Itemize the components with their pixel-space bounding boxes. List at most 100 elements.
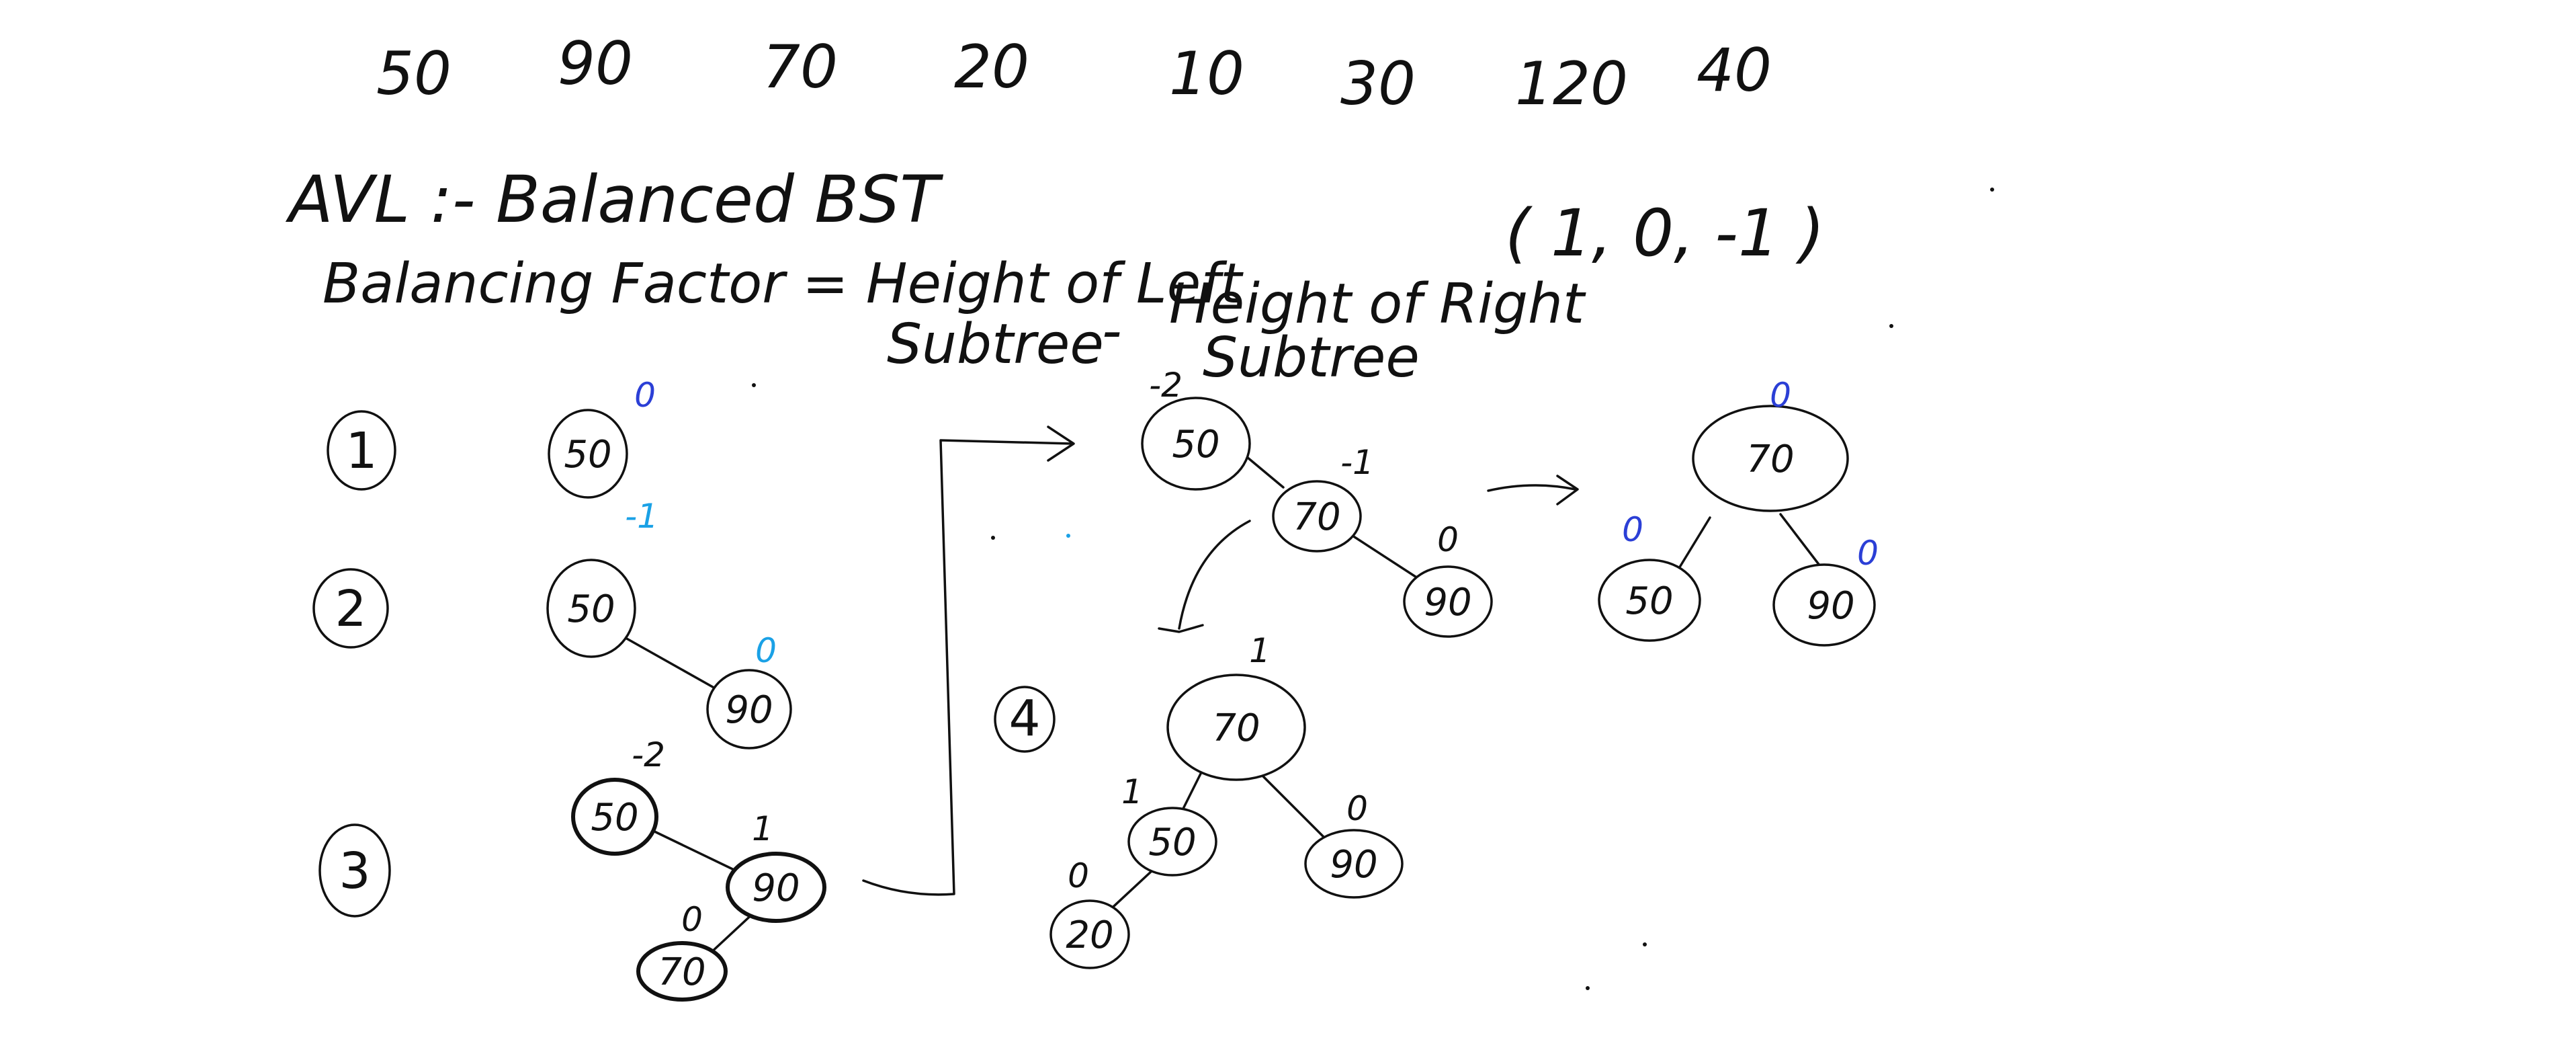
page-title: AVL :- Balanced BST	[285, 162, 943, 237]
node-value: 70	[658, 950, 705, 994]
balance-factor: 0	[1346, 789, 1368, 828]
tree-node	[548, 409, 628, 499]
step-circle	[318, 823, 391, 918]
balance-factor: 0	[1622, 510, 1643, 549]
arrow-head	[1556, 475, 1579, 505]
balance-factor: -1	[625, 497, 658, 536]
tree-right-skewed: 50 -2 70 -1 90 0	[1141, 366, 1493, 638]
sequence-value: 120	[1515, 49, 1628, 118]
step-markers: 1 2 3 4	[312, 410, 1056, 918]
step-circle	[312, 568, 389, 649]
tree-node	[636, 941, 728, 1002]
balance-factor: 1	[752, 809, 773, 848]
tree-edge	[613, 631, 724, 694]
node-value: 50	[567, 587, 615, 631]
tree-edge	[650, 829, 744, 875]
node-value: 90	[1424, 581, 1471, 624]
tree-step-1: 50 0	[548, 376, 656, 499]
step-circle	[327, 410, 396, 491]
node-value: 70	[1293, 495, 1340, 539]
balance-factor: -2	[632, 735, 665, 774]
ink-dot	[752, 383, 756, 387]
balance-factor: 1	[1249, 631, 1271, 670]
step-number: 2	[335, 580, 366, 638]
tree-step-2: 50 -1 90 0	[546, 497, 792, 749]
tree-edge	[1349, 533, 1419, 579]
arrow-head	[1047, 425, 1075, 462]
node-value: 20	[1066, 914, 1113, 957]
tree-node	[1127, 807, 1217, 877]
step-number: 4	[1008, 690, 1040, 747]
tree-edge	[707, 909, 757, 956]
node-value: 50	[564, 433, 611, 477]
balance-factor: -1	[1340, 443, 1374, 482]
node-value: 90	[752, 866, 800, 910]
ink-dot	[1643, 942, 1647, 946]
tree-edge	[1242, 452, 1285, 489]
sequence-value: 70	[763, 32, 838, 102]
node-value: 70	[1212, 706, 1260, 750]
node-value: 90	[725, 688, 773, 732]
formula-right: Height of Right	[1169, 272, 1586, 336]
tree-node	[1049, 899, 1130, 969]
sequence-value: 10	[1169, 39, 1244, 108]
node-value: 50	[1172, 423, 1219, 467]
formula-range: ( 1, 0, -1 )	[1505, 196, 1825, 271]
insertion-sequence: 50 90 70 20 10 30 120 40	[376, 29, 1772, 118]
tree-node	[1304, 829, 1404, 899]
sequence-value: 30	[1340, 49, 1416, 118]
tree-edge	[1779, 513, 1826, 573]
tree-node	[1772, 563, 1876, 647]
sequence-value: 50	[376, 39, 452, 108]
tree-node	[571, 778, 658, 856]
balancing-factor-formula: Balancing Factor = Height of Left Subtre…	[323, 196, 1825, 390]
balance-factor: 0	[634, 376, 656, 415]
balance-factor: 0	[1437, 520, 1459, 559]
tree-edge	[1181, 768, 1204, 811]
tree-node	[1166, 674, 1306, 781]
ink-dot	[991, 536, 995, 540]
tree-step-4: 70 1 50 1 90 0 20 0	[1049, 631, 1404, 969]
formula-right-subtree: Subtree	[1203, 326, 1420, 390]
balance-factor: 0	[1068, 856, 1089, 895]
node-value: 50	[1148, 821, 1196, 864]
tree-node	[1598, 559, 1701, 642]
balance-factor: 0	[1770, 376, 1791, 415]
balance-factor: -2	[1149, 366, 1183, 405]
sequence-value: 40	[1697, 36, 1772, 105]
transform-arrow	[862, 439, 1073, 896]
stray-marks	[752, 188, 1994, 990]
tree-node	[706, 669, 792, 749]
tree-node	[726, 852, 826, 923]
tree-node	[546, 559, 636, 658]
balance-factor: 0	[755, 631, 777, 670]
tree-node	[1141, 397, 1251, 491]
balance-factor: 0	[1857, 534, 1879, 573]
arrow-head	[1158, 624, 1204, 633]
node-value: 90	[1807, 584, 1854, 628]
ink-dot	[1586, 986, 1590, 990]
step-number: 1	[345, 422, 377, 480]
result-arrow	[1487, 484, 1577, 492]
step-number: 3	[339, 842, 370, 900]
tree-node	[1403, 565, 1493, 638]
node-value: 70	[1746, 438, 1794, 481]
ink-dot	[1990, 188, 1994, 192]
balance-factor: 0	[681, 900, 703, 939]
sequence-value: 90	[558, 29, 633, 98]
step-circle	[994, 686, 1056, 753]
tree-balanced: 70 0 50 0 90 0	[1598, 376, 1879, 647]
ink-dot	[1066, 534, 1070, 538]
formula-left-subtree: Subtree	[887, 313, 1104, 376]
tree-step-3: 50 -2 90 1 70 0	[571, 735, 826, 1002]
node-value: 50	[591, 796, 638, 840]
balance-factor: 1	[1121, 772, 1143, 811]
node-value: 90	[1330, 843, 1377, 887]
tree-node	[1692, 405, 1849, 512]
ink-dot	[1889, 324, 1893, 328]
formula-left: Balancing Factor = Height of Left	[323, 252, 1244, 316]
formula-minus: -	[1102, 299, 1122, 363]
rotation-arrow	[1178, 520, 1251, 630]
tree-node	[1272, 480, 1362, 553]
